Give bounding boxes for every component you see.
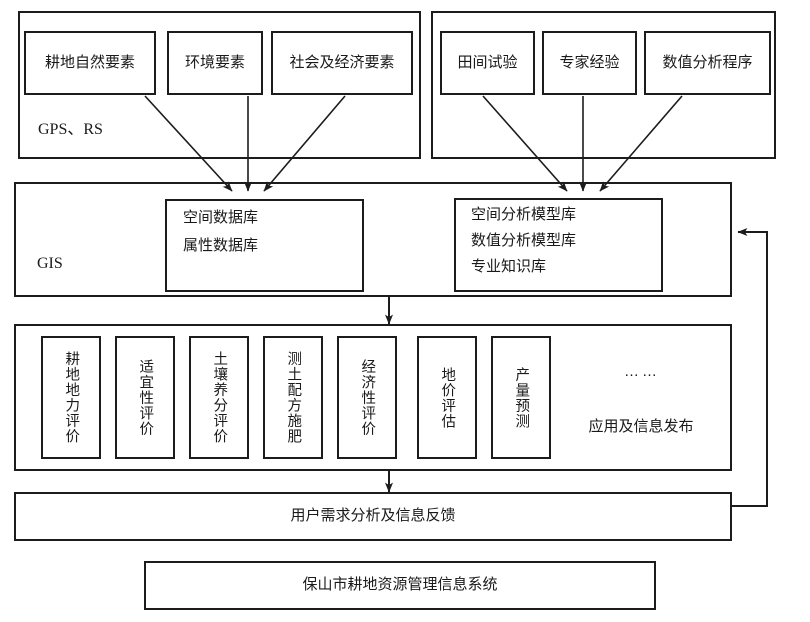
- source-box-6[interactable]: [644, 31, 771, 95]
- database-box[interactable]: [165, 199, 364, 292]
- model-library-box[interactable]: [454, 198, 663, 292]
- application-box-1[interactable]: [41, 336, 101, 459]
- arrow-source3-to-database: [263, 95, 346, 192]
- arrow-feedback-loop-to-gis: [731, 228, 768, 507]
- arrow-source4-to-model: [482, 95, 568, 192]
- group-frame-gps-rs: [18, 11, 421, 159]
- application-box-4[interactable]: [263, 336, 323, 459]
- source-box-5[interactable]: [542, 31, 637, 95]
- application-box-5[interactable]: [337, 336, 397, 459]
- arrow-source1-to-database: [144, 95, 233, 192]
- source-box-1[interactable]: [24, 31, 156, 95]
- source-box-2[interactable]: [167, 31, 263, 95]
- application-box-7[interactable]: [491, 336, 551, 459]
- application-box-3[interactable]: [189, 336, 249, 459]
- group-frame-gis: [14, 182, 732, 297]
- application-box-6[interactable]: [417, 336, 477, 459]
- system-box[interactable]: [144, 561, 656, 610]
- source-box-3[interactable]: [271, 31, 413, 95]
- group-frame-expert-sources: [431, 11, 776, 159]
- feedback-box[interactable]: [14, 492, 732, 541]
- source-box-4[interactable]: [440, 31, 535, 95]
- arrow-source6-to-model: [599, 95, 683, 192]
- application-box-2[interactable]: [115, 336, 175, 459]
- group-frame-applications: [14, 324, 732, 471]
